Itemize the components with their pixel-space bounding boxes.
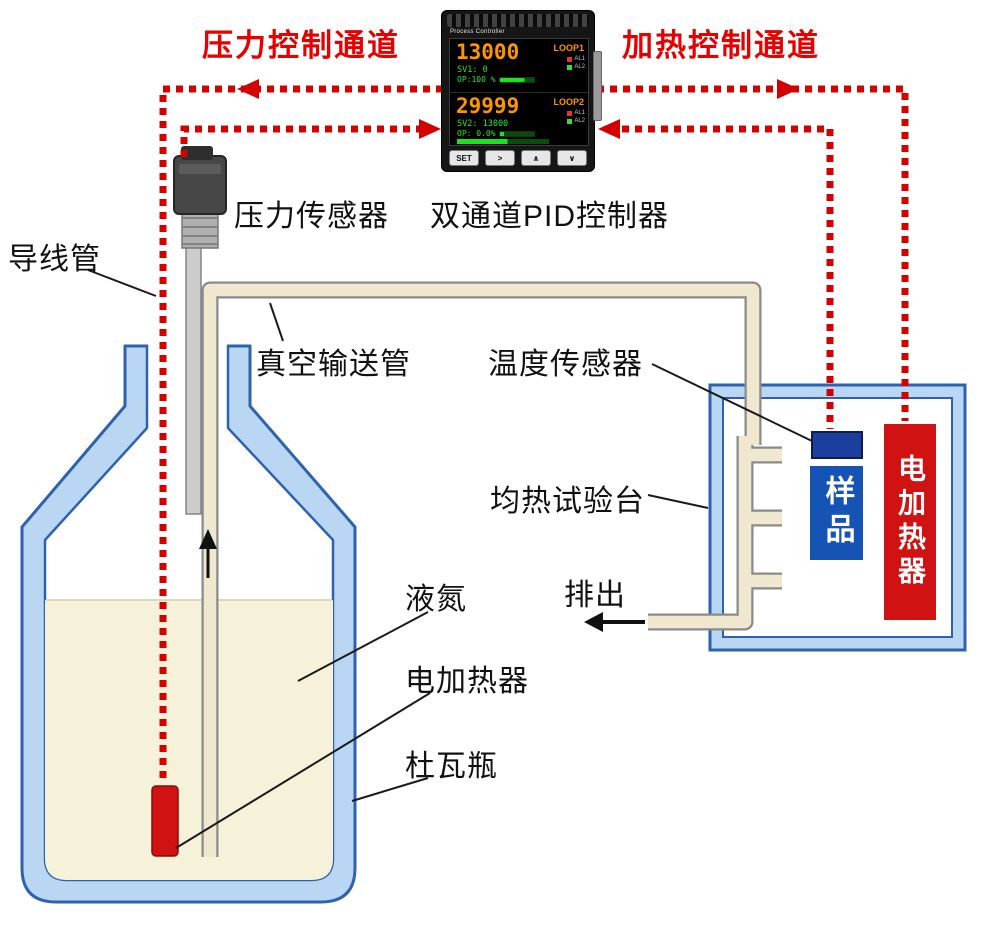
label-pressure-sensor: 压力传感器 <box>234 200 389 233</box>
liquid-nitrogen-fill <box>45 600 333 880</box>
heating-control-lines <box>597 79 909 429</box>
tube-body <box>203 283 782 857</box>
liquid-nitrogen-leader <box>297 611 429 682</box>
sensor-head-highlight <box>179 164 221 174</box>
soaking-platform-leader <box>647 494 709 509</box>
pressure-channel-label: 压力控制通道 <box>202 28 400 63</box>
loop1-op-value: OP:100 % <box>457 75 496 84</box>
vacuum-tube-leader <box>269 302 284 342</box>
loop1-alarm2-indicator: AL2 <box>567 64 585 70</box>
loop2-alarms: AL1 AL2 <box>567 110 585 124</box>
label-soaking-platform: 均热试验台 <box>490 485 645 518</box>
dewar-flask <box>20 344 357 904</box>
loop2-name: LOOP2 <box>553 97 584 107</box>
loop1-pv-value: 13000 <box>456 40 520 64</box>
conduit-leader <box>87 269 157 297</box>
sensor-thread-lines <box>183 217 217 245</box>
dewar-heater-element <box>151 785 179 857</box>
flow-up-arrow <box>199 529 217 578</box>
loop1-alarm1-indicator: AL1 <box>567 56 585 62</box>
loop1-output-bar <box>498 76 535 83</box>
pressure-sensor <box>173 146 227 515</box>
set-button: SET <box>449 150 479 166</box>
loop1-output-row: OP:100 % <box>457 75 535 84</box>
discharge-arrow <box>584 612 645 632</box>
loop2-trend-bar <box>457 139 549 144</box>
label-dewar-heater: 电加热器 <box>405 665 529 698</box>
controller-brand: Process Controller <box>450 29 505 35</box>
loop2-output-row: OP: 0.0% <box>457 129 535 138</box>
sample-block <box>810 466 863 560</box>
leader-lines <box>87 269 813 849</box>
label-vacuum-tube: 真空输送管 <box>256 348 411 381</box>
loop1-name: LOOP1 <box>553 43 584 53</box>
arrow-to-dewar-heater <box>237 79 259 99</box>
loop2-pv-value: 29999 <box>456 94 520 118</box>
loop2-output-bar <box>498 130 535 137</box>
chamber-heater-block <box>884 424 936 620</box>
loop1-sv-value: SV1: 0 <box>457 65 488 75</box>
loop2-alarm1-indicator: AL1 <box>567 110 585 116</box>
mounting-bracket <box>593 51 602 121</box>
loop1-readout: 13000 LOOP1 SV1: 0 OP:100 % AL1 AL2 <box>450 39 588 92</box>
pressure-input-line <box>180 125 420 157</box>
controller-vent-grille <box>447 14 589 27</box>
label-pid-controller: 双通道PID控制器 <box>430 200 670 233</box>
loop1-alarms: AL1 AL2 <box>567 56 585 70</box>
label-conduit: 导线管 <box>8 243 101 276</box>
controller-display: 13000 LOOP1 SV1: 0 OP:100 % AL1 AL2 2999… <box>449 38 589 146</box>
sensor-threads <box>181 209 219 249</box>
advance-button: > <box>485 150 515 166</box>
label-dewar-flask: 杜瓦瓶 <box>405 750 498 783</box>
dewar-flask-leader <box>351 777 429 802</box>
loop2-op-value: OP: 0.0% <box>457 129 496 138</box>
loop2-readout: 29999 LOOP2 SV2: 13000 OP: 0.0% AL1 AL2 <box>450 92 588 145</box>
controller-buttons: SET > ∧ ∨ <box>449 150 587 166</box>
loop2-alarm2-indicator: AL2 <box>567 118 585 124</box>
arrow-into-controller-left <box>419 119 441 139</box>
arrow-into-controller-right <box>598 119 620 139</box>
label-discharge: 排出 <box>564 579 626 612</box>
label-temperature-sensor: 温度传感器 <box>488 348 643 381</box>
loop2-sv-value: SV2: 13000 <box>457 119 509 129</box>
pid-controller: Process Controller 13000 LOOP1 SV1: 0 OP… <box>441 10 602 172</box>
pressure-output-line <box>159 85 443 783</box>
up-button: ∧ <box>521 150 551 166</box>
chamber-heater-label: 电加热器 <box>895 454 926 590</box>
temperature-sensor-block <box>811 431 863 459</box>
arrow-to-chamber-heater <box>777 79 799 99</box>
vacuum-transfer-tube <box>201 281 782 857</box>
sensor-top-cap <box>181 146 213 160</box>
heating-channel-label: 加热控制通道 <box>622 28 820 63</box>
dewar-heater-leader <box>175 692 431 849</box>
sensor-stem <box>185 245 202 515</box>
sample-block-label: 样品 <box>820 475 854 551</box>
label-liquid-nitrogen: 液氮 <box>405 583 467 616</box>
down-button: ∨ <box>557 150 587 166</box>
heating-input-line <box>622 125 834 429</box>
temperature-sensor-leader <box>651 363 813 442</box>
pressure-control-lines <box>159 79 443 783</box>
